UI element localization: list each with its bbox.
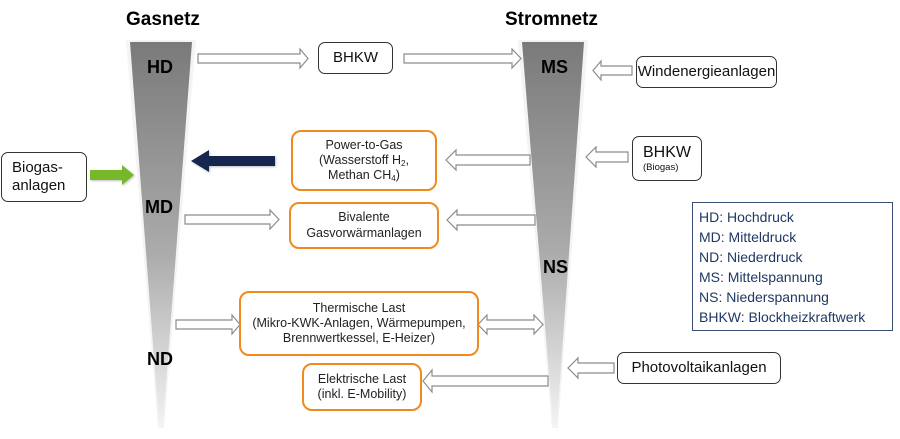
biogas-plants-box: Biogas- anlagen (1, 152, 87, 202)
biogas-label-line2: anlagen (12, 177, 66, 194)
thermal-line1: Thermische Last (312, 300, 406, 315)
bhkw-label: BHKW (333, 48, 378, 66)
bivalent-preheating-box: Bivalente Gasvorwärmanlagen (289, 202, 439, 249)
bhkw-biogas-label: BHKW (643, 143, 691, 161)
bhkw-box: BHKW (318, 42, 393, 74)
bivalent-line2: Gasvorwärmanlagen (306, 225, 422, 240)
legend-item: MD: Mitteldruck (699, 229, 797, 245)
power-network-title: Stromnetz (505, 9, 598, 30)
legend-item: MS: Mittelspannung (699, 269, 823, 285)
arrow-thermal-power-bidirectional (477, 313, 544, 336)
arrow-nd-to-thermal (175, 313, 241, 336)
level-label-ns: NS (543, 257, 569, 277)
bhkw-biogas-box: BHKW (Biogas) (632, 136, 702, 181)
arrow-biogas-to-md (90, 165, 134, 185)
level-label-nd: ND (147, 349, 173, 369)
legend-item: NS: Niederspannung (699, 289, 829, 305)
electric-load-box: Elektrische Last (inkl. E-Mobility) (302, 363, 422, 411)
arrow-bhkw-to-ms (403, 47, 522, 70)
legend-item: BHKW: Blockheizkraftwerk (699, 309, 866, 325)
arrow-p2g-to-md (191, 150, 275, 172)
thermal-line2: (Mikro-KWK-Anlagen, Wärmepumpen, (252, 315, 466, 330)
photovoltaic-label: Photovoltaikanlagen (631, 358, 767, 376)
wind-turbines-box: Windenergieanlagen (636, 56, 777, 88)
electric-line1: Elektrische Last (317, 371, 407, 386)
gas-network-title: Gasnetz (126, 9, 200, 30)
arrow-power-to-p2g (445, 148, 531, 172)
power-to-gas-box: Power-to-Gas (Wasserstoff H2, Methan CH4… (291, 130, 437, 191)
thermal-load-box: Thermische Last (Mikro-KWK-Anlagen, Wärm… (239, 291, 479, 356)
level-label-md: MD (145, 197, 173, 217)
abbreviation-legend: HD: Hochdruck MD: Mitteldruck ND: Nieder… (692, 202, 893, 331)
arrow-pv-to-power (567, 356, 615, 380)
power-network-cone (518, 40, 588, 428)
gas-network-cone (126, 40, 196, 428)
legend-item: HD: Hochdruck (699, 209, 794, 225)
arrow-wind-to-ms (592, 59, 633, 82)
bhkw-biogas-sublabel: (Biogas) (643, 162, 679, 174)
level-label-hd: HD (147, 57, 173, 77)
arrow-hd-to-bhkw (197, 47, 309, 70)
p2g-line3: Methan CH4) (328, 168, 400, 184)
biogas-label-line1: Biogas- (12, 158, 63, 176)
arrow-power-to-electric-load (422, 368, 549, 394)
wind-turbines-label: Windenergieanlagen (637, 62, 776, 80)
p2g-line2: (Wasserstoff H2, (319, 152, 409, 168)
thermal-line3: Brennwertkessel, E-Heizer) (282, 331, 436, 346)
p2g-line1: Power-to-Gas (325, 137, 403, 152)
legend-item: ND: Niederdruck (699, 249, 803, 265)
level-label-ms: MS (541, 57, 568, 77)
bivalent-line1: Bivalente (338, 210, 390, 225)
arrow-md-to-bivalent (184, 208, 280, 231)
arrow-bhkw-biogas-to-power (585, 145, 629, 169)
arrow-power-to-bivalent (446, 208, 536, 232)
photovoltaic-box: Photovoltaikanlagen (617, 352, 781, 384)
electric-line2: (inkl. E-Mobility) (317, 387, 407, 401)
